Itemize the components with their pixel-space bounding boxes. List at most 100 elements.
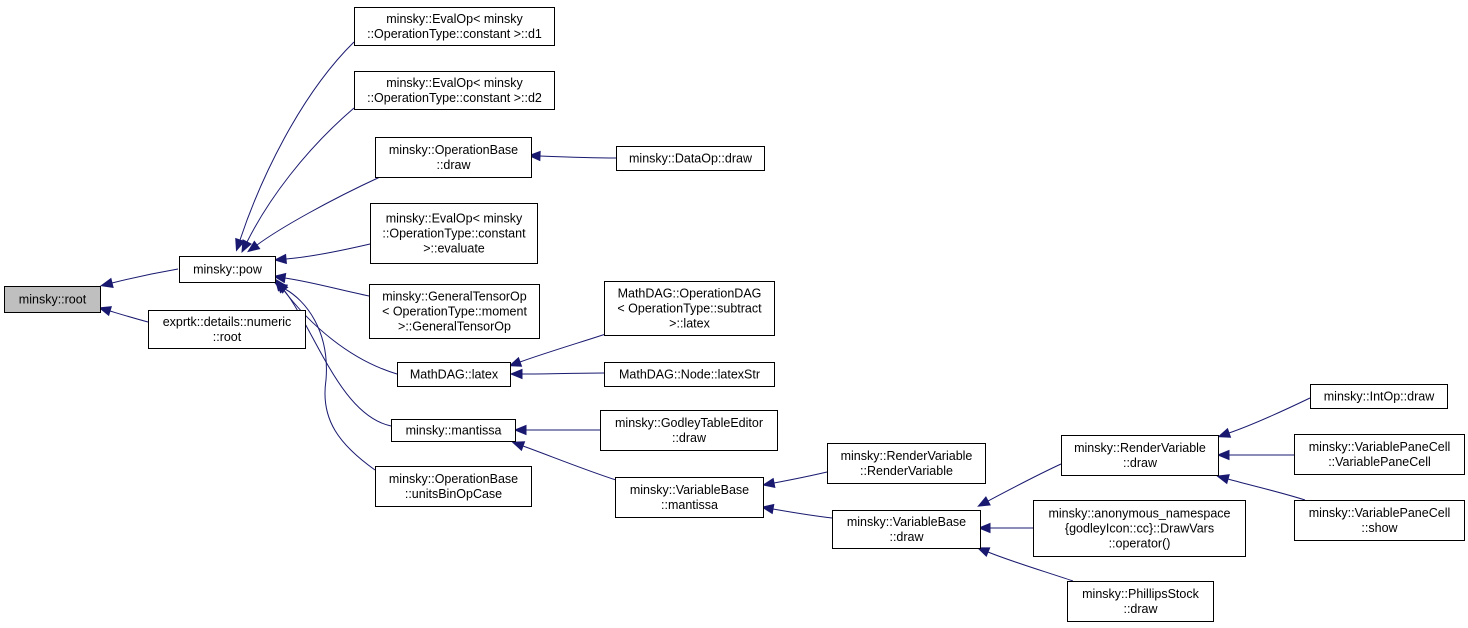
node-pow[interactable]: minsky::pow <box>179 256 276 283</box>
node-label: minsky::RenderVariable <box>841 449 973 463</box>
node-label: ::draw <box>436 158 471 172</box>
node-latexstr[interactable]: MathDAG::Node::latexStr <box>604 362 775 387</box>
edge-line <box>521 372 605 375</box>
arrowhead-icon <box>98 306 112 317</box>
edge-numeric_root-to-root <box>98 306 149 323</box>
arrowhead-icon <box>508 356 523 367</box>
arrowhead-icon <box>1216 449 1230 461</box>
edge-line <box>284 288 376 471</box>
node-opbase-draw[interactable]: minsky::OperationBase::draw <box>375 137 532 178</box>
node-label: minsky::EvalOp< minsky <box>386 76 523 90</box>
edge-intop-to-rv_draw <box>1217 397 1311 438</box>
edge-d1-to-pow <box>235 41 355 252</box>
arrowhead-icon <box>273 253 287 265</box>
node-box <box>354 71 555 110</box>
node-label: ::draw <box>1123 456 1158 470</box>
node-mantissa[interactable]: minsky::mantissa <box>391 419 516 442</box>
node-label: minsky::VariableBase <box>630 483 749 497</box>
edge-d2-to-pow <box>241 107 355 253</box>
node-vpc-show[interactable]: minsky::VariablePaneCell::show <box>1294 500 1465 541</box>
edge-phillips-to-vb_draw <box>976 547 1074 582</box>
node-evaluate[interactable]: minsky::EvalOp< minsky::OperationType::c… <box>370 203 538 264</box>
arrowhead-icon <box>1216 474 1230 485</box>
arrowhead-icon <box>509 368 523 380</box>
node-gto[interactable]: minsky::GeneralTensorOp< OperationType::… <box>369 284 540 339</box>
node-label: < OperationType::moment <box>382 305 527 319</box>
arrowhead-icon <box>274 282 289 294</box>
node-drawvars[interactable]: minsky::anonymous_namespace{godleyIcon::… <box>1033 500 1246 557</box>
edge-line <box>239 41 355 241</box>
edge-line <box>284 277 370 297</box>
edge-vpc_show-to-rv_draw <box>1216 474 1306 501</box>
node-label: ::root <box>213 330 242 344</box>
edge-evaluate-to-pow <box>273 243 371 265</box>
node-box <box>615 477 764 518</box>
node-box <box>1033 500 1246 557</box>
arrowhead-icon <box>527 150 541 162</box>
edge-line <box>522 445 617 481</box>
node-vb-draw[interactable]: minsky::VariableBase::draw <box>832 510 981 549</box>
arrowhead-icon <box>1217 427 1232 438</box>
edge-line <box>773 471 828 484</box>
node-box <box>616 146 765 171</box>
node-vpc-vpc[interactable]: minsky::VariablePaneCell::VariablePaneCe… <box>1294 434 1465 475</box>
node-label: minsky::DataOp::draw <box>629 152 753 166</box>
node-label: minsky::PhillipsStock <box>1082 587 1199 601</box>
arrowhead-icon <box>235 237 246 252</box>
node-latex[interactable]: MathDAG::latex <box>397 362 511 387</box>
node-phillips[interactable]: minsky::PhillipsStock::draw <box>1067 581 1214 622</box>
node-box <box>375 137 532 178</box>
node-label: ::unitsBinOpCase <box>405 487 502 501</box>
node-label: minsky::VariablePaneCell <box>1309 506 1451 520</box>
node-root[interactable]: minsky::root <box>4 286 101 313</box>
edge-rv_draw-to-vb_draw <box>977 463 1062 507</box>
node-rv-rv[interactable]: minsky::RenderVariable::RenderVariable <box>827 443 986 484</box>
node-dataop[interactable]: minsky::DataOp::draw <box>616 146 765 171</box>
node-label: ::show <box>1361 521 1398 535</box>
node-box <box>370 203 538 264</box>
edge-gto-to-pow <box>272 272 370 297</box>
node-d2[interactable]: minsky::EvalOp< minsky::OperationType::c… <box>354 71 555 110</box>
node-label: exprtk::details::numeric <box>163 315 292 329</box>
node-numeric-root[interactable]: exprtk::details::numeric::root <box>148 310 306 349</box>
node-vb-mantissa[interactable]: minsky::VariableBase::mantissa <box>615 477 764 518</box>
edge-dataop-to-opbase_draw <box>527 150 617 162</box>
edge-vb_mantissa-to-mantissa <box>511 441 617 481</box>
node-box <box>397 362 511 387</box>
node-label: MathDAG::OperationDAG <box>618 287 762 301</box>
edge-line <box>1228 397 1311 434</box>
node-label: minsky::OperationBase <box>389 143 518 157</box>
edge-line <box>283 289 392 427</box>
edges-layer <box>98 41 1311 582</box>
node-box <box>148 310 306 349</box>
node-box <box>179 256 276 283</box>
edge-drawvars-to-vb_draw <box>977 522 1033 534</box>
node-label: ::OperationType::constant >::d2 <box>367 91 542 105</box>
node-label: minsky::mantissa <box>406 424 502 438</box>
node-label: minsky::root <box>19 293 87 307</box>
node-box <box>1061 435 1219 476</box>
edge-opbase_draw-to-pow <box>247 176 381 253</box>
node-intop[interactable]: minsky::IntOp::draw <box>1310 384 1448 409</box>
arrowhead-icon <box>977 496 991 507</box>
node-rv-draw[interactable]: minsky::RenderVariable::draw <box>1061 435 1219 476</box>
edge-rv_rv-to-vb_mantissa <box>761 471 828 489</box>
node-label: minsky::EvalOp< minsky <box>386 12 523 26</box>
node-d1[interactable]: minsky::EvalOp< minsky::OperationType::c… <box>354 7 555 46</box>
node-label: minsky::IntOp::draw <box>1324 390 1435 404</box>
node-label: >::GeneralTensorOp <box>398 320 511 334</box>
node-unitsbin[interactable]: minsky::OperationBase::unitsBinOpCase <box>375 466 532 507</box>
edge-line <box>987 463 1062 502</box>
arrowhead-icon <box>760 503 775 515</box>
node-gte-draw[interactable]: minsky::GodleyTableEditor::draw <box>600 410 778 451</box>
node-box <box>600 410 778 451</box>
edge-line <box>772 508 833 519</box>
node-label: minsky::pow <box>193 263 263 277</box>
node-label: MathDAG::Node::latexStr <box>619 368 760 382</box>
node-label: ::draw <box>1123 602 1158 616</box>
edge-unitsbin-to-pow <box>274 282 376 471</box>
node-opdag-latex[interactable]: MathDAG::OperationDAG< OperationType::su… <box>604 281 775 336</box>
edge-line <box>285 243 371 260</box>
arrowhead-icon <box>761 477 776 489</box>
